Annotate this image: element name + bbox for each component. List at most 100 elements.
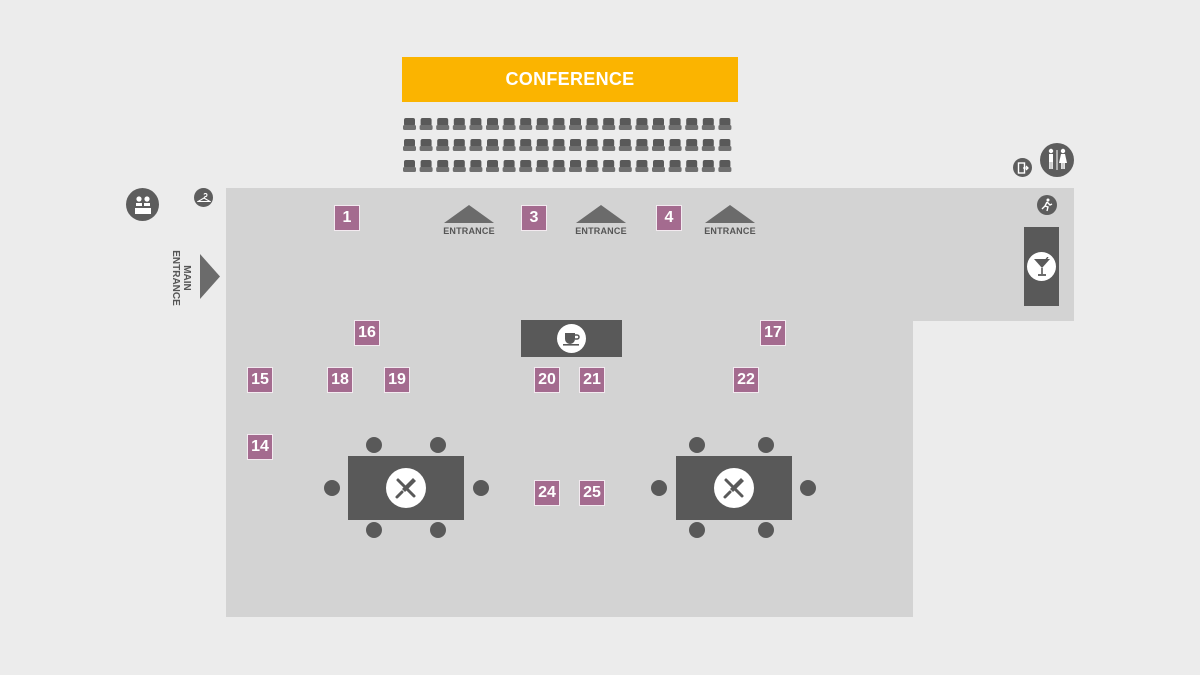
conference-seat bbox=[419, 118, 433, 130]
cutlery-icon bbox=[386, 468, 426, 508]
entrance-arrow-icon bbox=[444, 205, 494, 223]
entrance-2[interactable]: ENTRANCE bbox=[574, 205, 628, 236]
conference-seat bbox=[486, 160, 499, 172]
conference-seat bbox=[701, 118, 715, 130]
conference-seat bbox=[618, 160, 632, 172]
conference-seat bbox=[668, 118, 682, 130]
conference-seat bbox=[519, 160, 533, 172]
cocktail-icon bbox=[1027, 252, 1056, 281]
chair bbox=[758, 437, 774, 453]
main-entrance-text: MAIN ENTRANCE bbox=[170, 250, 192, 306]
entrance-label: ENTRANCE bbox=[575, 226, 627, 236]
chair bbox=[689, 437, 705, 453]
conference-label: CONFERENCE bbox=[505, 69, 635, 89]
info-desk-icon[interactable] bbox=[126, 188, 159, 221]
conference-seat bbox=[452, 118, 466, 130]
booth-20[interactable]: 20 bbox=[534, 367, 560, 393]
conference-seat bbox=[403, 139, 416, 151]
conference-seat bbox=[569, 139, 582, 151]
booth-15[interactable]: 15 bbox=[247, 367, 273, 393]
conference-seat bbox=[552, 160, 566, 172]
chair bbox=[800, 480, 816, 496]
dining-table-left[interactable] bbox=[323, 436, 490, 540]
conference-seat bbox=[436, 139, 450, 151]
conference-seat bbox=[452, 139, 466, 151]
booth-17[interactable]: 17 bbox=[760, 320, 786, 346]
conference-seat bbox=[602, 139, 616, 151]
conference-seat bbox=[718, 118, 732, 130]
exit-icon[interactable] bbox=[1013, 158, 1032, 177]
chair bbox=[366, 522, 382, 538]
booth-21[interactable]: 21 bbox=[579, 367, 605, 393]
conference-seat bbox=[419, 139, 433, 151]
conference-seat bbox=[668, 139, 682, 151]
conference-seat bbox=[569, 118, 582, 130]
main-entrance-label: MAIN ENTRANCE bbox=[170, 250, 192, 306]
conference-seat bbox=[618, 118, 632, 130]
conference-seat bbox=[585, 139, 599, 151]
conference-seat bbox=[701, 160, 715, 172]
chair bbox=[324, 480, 340, 496]
coffee-station[interactable] bbox=[521, 320, 622, 357]
conference-seat bbox=[552, 118, 566, 130]
dining-table-right[interactable] bbox=[651, 436, 818, 540]
conference-room[interactable]: CONFERENCE bbox=[402, 57, 738, 102]
booth-4[interactable]: 4 bbox=[656, 205, 682, 231]
booth-3[interactable]: 3 bbox=[521, 205, 547, 231]
cloakroom-hanger-icon[interactable] bbox=[194, 188, 213, 207]
conference-seat bbox=[718, 160, 732, 172]
conference-seat bbox=[452, 160, 466, 172]
chair bbox=[430, 437, 446, 453]
conference-seat bbox=[685, 160, 699, 172]
booth-22[interactable]: 22 bbox=[733, 367, 759, 393]
conference-seating bbox=[403, 118, 732, 172]
conference-seat bbox=[419, 160, 433, 172]
conference-seat bbox=[502, 118, 516, 130]
table-top bbox=[348, 456, 464, 520]
entrance-label: ENTRANCE bbox=[443, 226, 495, 236]
chair bbox=[430, 522, 446, 538]
table-top bbox=[676, 456, 792, 520]
conference-seat bbox=[652, 160, 665, 172]
booth-19[interactable]: 19 bbox=[384, 367, 410, 393]
chair bbox=[473, 480, 489, 496]
booth-14[interactable]: 14 bbox=[247, 434, 273, 460]
booth-1[interactable]: 1 bbox=[334, 205, 360, 231]
conference-seat bbox=[552, 139, 566, 151]
restrooms-icon[interactable] bbox=[1040, 143, 1074, 177]
conference-seat bbox=[635, 139, 649, 151]
booth-25[interactable]: 25 bbox=[579, 480, 605, 506]
conference-seat bbox=[403, 118, 416, 130]
emergency-exit-icon[interactable] bbox=[1037, 195, 1057, 215]
booth-24[interactable]: 24 bbox=[534, 480, 560, 506]
conference-seat bbox=[535, 118, 549, 130]
conference-seat bbox=[668, 160, 682, 172]
booth-18[interactable]: 18 bbox=[327, 367, 353, 393]
conference-seat bbox=[535, 139, 549, 151]
main-floor-area bbox=[226, 188, 913, 617]
conference-seat bbox=[403, 160, 416, 172]
booth-16[interactable]: 16 bbox=[354, 320, 380, 346]
chair bbox=[366, 437, 382, 453]
conference-seat bbox=[535, 160, 549, 172]
entrance-1[interactable]: ENTRANCE bbox=[442, 205, 496, 236]
conference-seat bbox=[469, 139, 483, 151]
main-entrance-arrow-icon[interactable] bbox=[200, 254, 220, 299]
chair bbox=[651, 480, 667, 496]
chair bbox=[758, 522, 774, 538]
conference-seat bbox=[635, 118, 649, 130]
conference-seat bbox=[436, 118, 450, 130]
conference-seat bbox=[469, 160, 483, 172]
conference-seat bbox=[502, 160, 516, 172]
coffee-icon bbox=[557, 324, 586, 353]
conference-seat bbox=[652, 118, 665, 130]
conference-seat bbox=[602, 118, 616, 130]
conference-seat bbox=[618, 139, 632, 151]
conference-seat bbox=[585, 160, 599, 172]
conference-seat bbox=[718, 139, 732, 151]
conference-seat bbox=[486, 118, 499, 130]
entrance-label: ENTRANCE bbox=[704, 226, 756, 236]
entrance-3[interactable]: ENTRANCE bbox=[703, 205, 757, 236]
bar-counter[interactable] bbox=[1024, 227, 1059, 306]
conference-seat bbox=[502, 139, 516, 151]
